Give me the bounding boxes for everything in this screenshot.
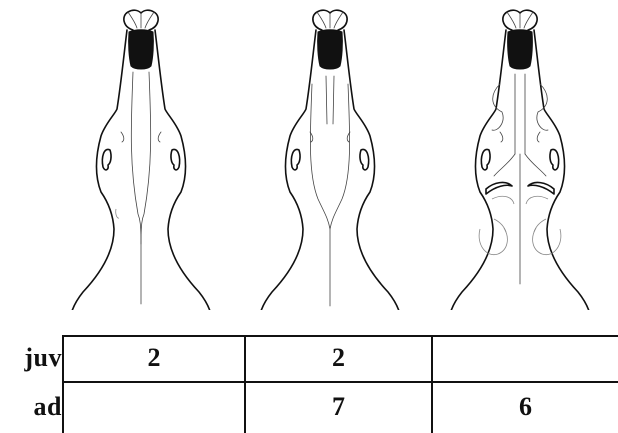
skull-drawings [0, 0, 618, 310]
skull-drawing-1 [70, 10, 212, 310]
count-table: juv 2 2 ad 7 6 [0, 335, 618, 433]
skull-drawing-3 [449, 10, 591, 310]
row-label-ad: ad [0, 392, 62, 422]
table-cell: 6 [433, 392, 618, 422]
table-cell: 2 [246, 343, 431, 373]
table-row-divider [62, 381, 618, 383]
table-cell: 2 [64, 343, 244, 373]
skull-drawing-2 [259, 10, 401, 310]
row-label-juv: juv [0, 343, 62, 373]
table-top-border [62, 335, 618, 337]
table-cell: 7 [246, 392, 431, 422]
